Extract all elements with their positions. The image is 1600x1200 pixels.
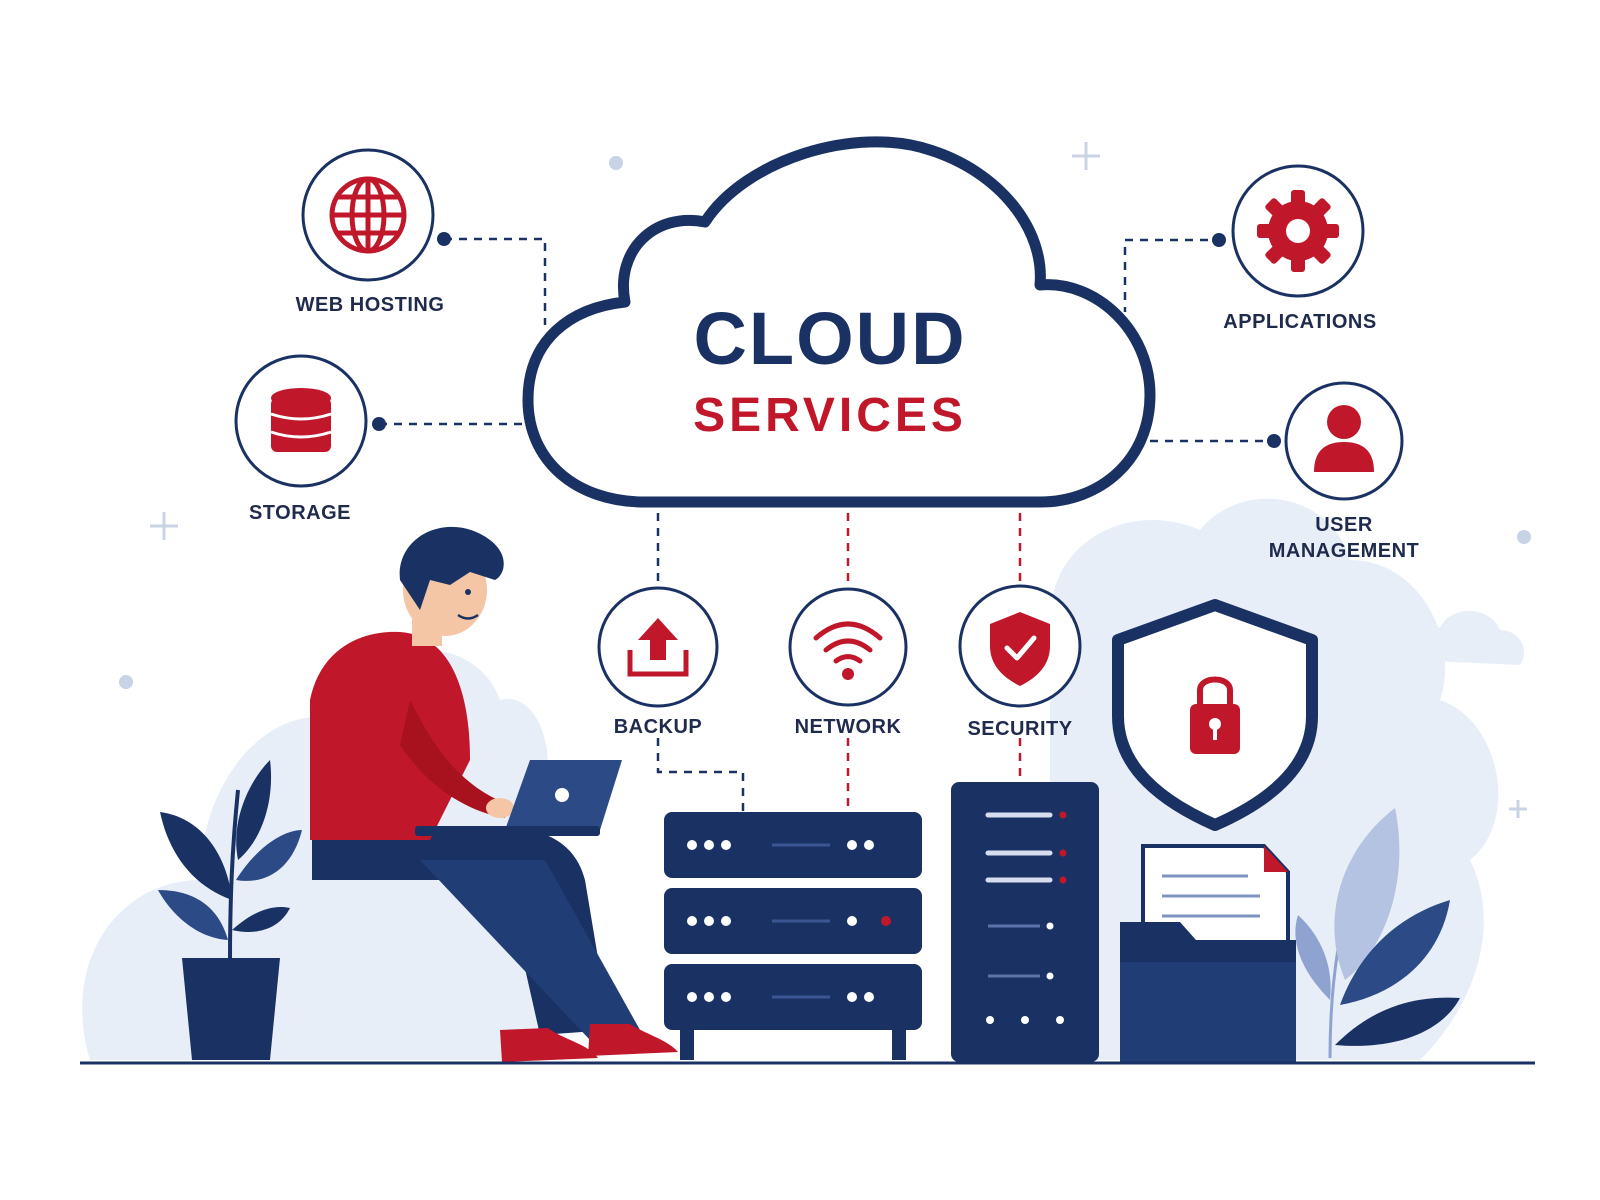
person-with-laptop [310,526,678,1062]
storage-badge [234,354,368,488]
applications-badge [1231,164,1365,298]
plant-pot [182,958,280,1060]
server-rack [664,812,922,1060]
cloud-subtitle: SERVICES [693,389,967,442]
applications-label: APPLICATIONS [1223,311,1377,333]
upload-icon [627,618,689,677]
folder-document [1120,844,1296,1062]
decor-sparkles [119,142,1531,818]
lock-icon [1190,676,1240,754]
storage-label: STORAGE [248,502,352,524]
left-plant [158,760,302,1060]
gear-icon [1257,190,1339,272]
user-icon [1314,405,1374,472]
user-management-badge [1284,381,1404,501]
web-hosting-badge [301,148,435,282]
security-label: SECURITY [967,718,1073,740]
backup-badge [597,586,719,708]
database-icon [271,388,331,452]
tower-server [951,782,1099,1062]
cloud-title: CLOUD [693,297,967,380]
connector-dots [372,232,1281,448]
shield-check-icon [990,612,1050,686]
security-shield-lock [1112,599,1318,831]
main-cloud [522,136,1156,508]
right-plant [1295,808,1460,1059]
globe-icon [329,176,407,254]
user-management-label-line2: MANAGEMENT [1268,540,1420,562]
network-badge [788,587,908,707]
network-label: NETWORK [794,716,902,738]
user-management-label-line1: USER [1315,514,1373,536]
security-badge [958,584,1082,708]
connectors [379,237,1274,812]
backup-label: BACKUP [613,716,703,738]
wifi-icon [813,621,883,664]
web-hosting-label: WEB HOSTING [295,294,445,316]
